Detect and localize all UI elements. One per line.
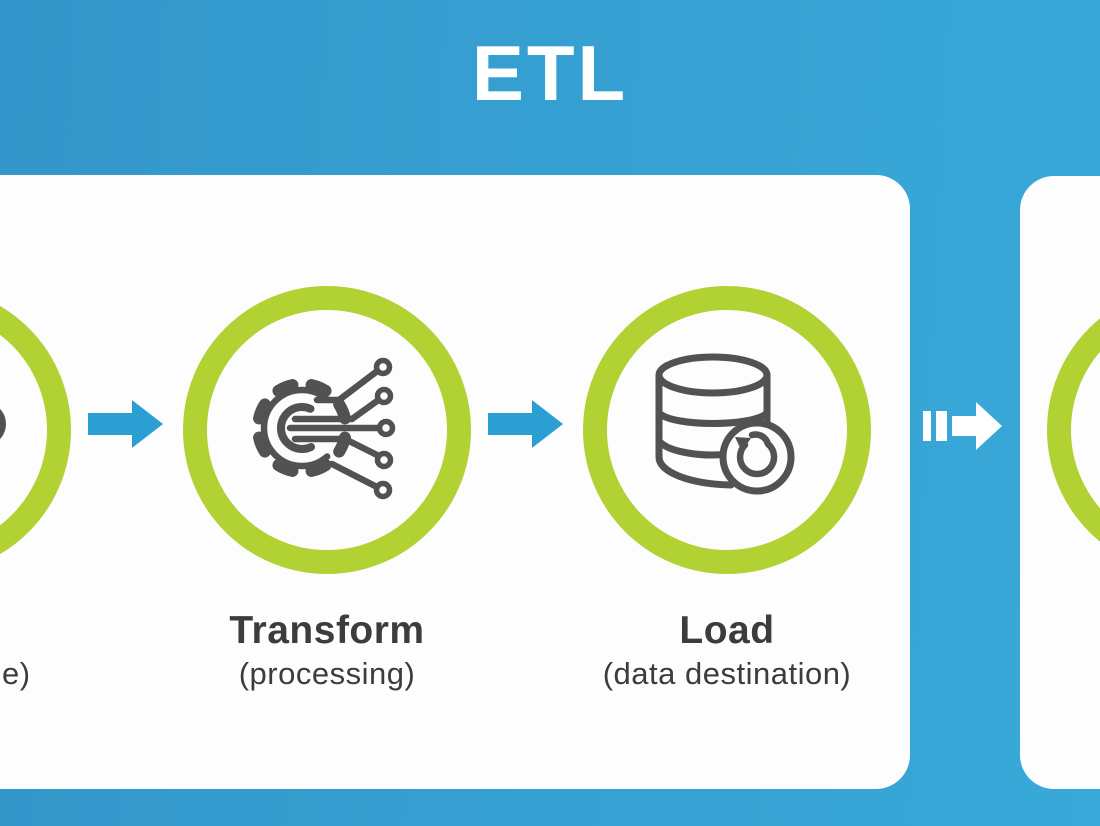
load-stage-ring: [583, 286, 871, 574]
arrow-shaft: [88, 413, 133, 435]
refresh-curl: [748, 431, 772, 448]
ff-shaft: [952, 416, 978, 436]
stage-title: Transform: [229, 609, 425, 652]
gear-core-arc: [277, 403, 327, 453]
stage-title: Load: [679, 609, 775, 652]
ff-bar: [923, 411, 931, 441]
circuit-node: [374, 386, 394, 406]
gear-body: [260, 386, 344, 470]
load-label: Load (data destination): [557, 608, 897, 694]
extract-sublabel-fragment: e): [2, 656, 31, 691]
refresh-arc: [736, 440, 778, 478]
circuit-node: [374, 450, 394, 470]
gear-circuit-icon: [252, 357, 396, 500]
flow-arrow-icon: [88, 400, 163, 448]
fast-forward-arrow-icon: [923, 402, 1002, 450]
stage-subtitle: (data destination): [602, 656, 852, 691]
arrow-head: [132, 400, 163, 448]
circuit-node: [373, 357, 393, 377]
circuit-trace: [291, 397, 381, 423]
ff-bar: [936, 411, 947, 441]
database-top: [655, 353, 771, 397]
database-refresh-icon: [655, 353, 795, 495]
ff-head: [976, 402, 1002, 450]
circuit-trace: [313, 368, 380, 404]
circuit-node: [373, 480, 393, 500]
stage-subtitle: (processing): [238, 656, 416, 691]
database-band: [655, 437, 733, 459]
flow-arrow-icon: [488, 400, 563, 448]
arrow-head: [532, 400, 563, 448]
circuit-node: [376, 418, 396, 438]
arrow-shaft: [488, 413, 533, 435]
database-band: [655, 409, 771, 427]
database-side-left: [655, 371, 735, 489]
page-title: ETL: [471, 29, 629, 117]
circuit-trace: [291, 435, 381, 459]
transform-stage-ring: [183, 286, 471, 574]
circuit-trace: [328, 460, 379, 490]
refresh-arrow-head: [735, 437, 751, 452]
transform-label: Transform (processing): [157, 608, 497, 694]
